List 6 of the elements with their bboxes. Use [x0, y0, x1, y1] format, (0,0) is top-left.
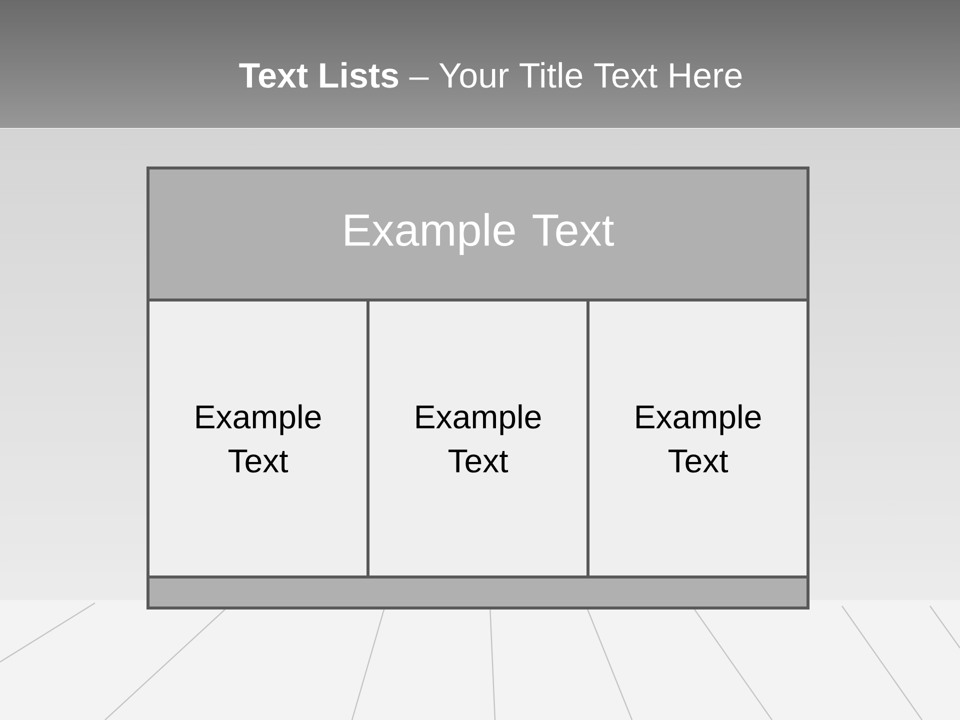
table-cell: Example Text	[366, 298, 590, 578]
table-cell: Example Text	[146, 298, 370, 578]
table-cell: Example Text	[586, 298, 810, 578]
table-footer	[146, 576, 810, 610]
table-header: Example Text	[146, 166, 810, 302]
slide-title: Text Lists – Your Title Text Here	[239, 62, 742, 88]
